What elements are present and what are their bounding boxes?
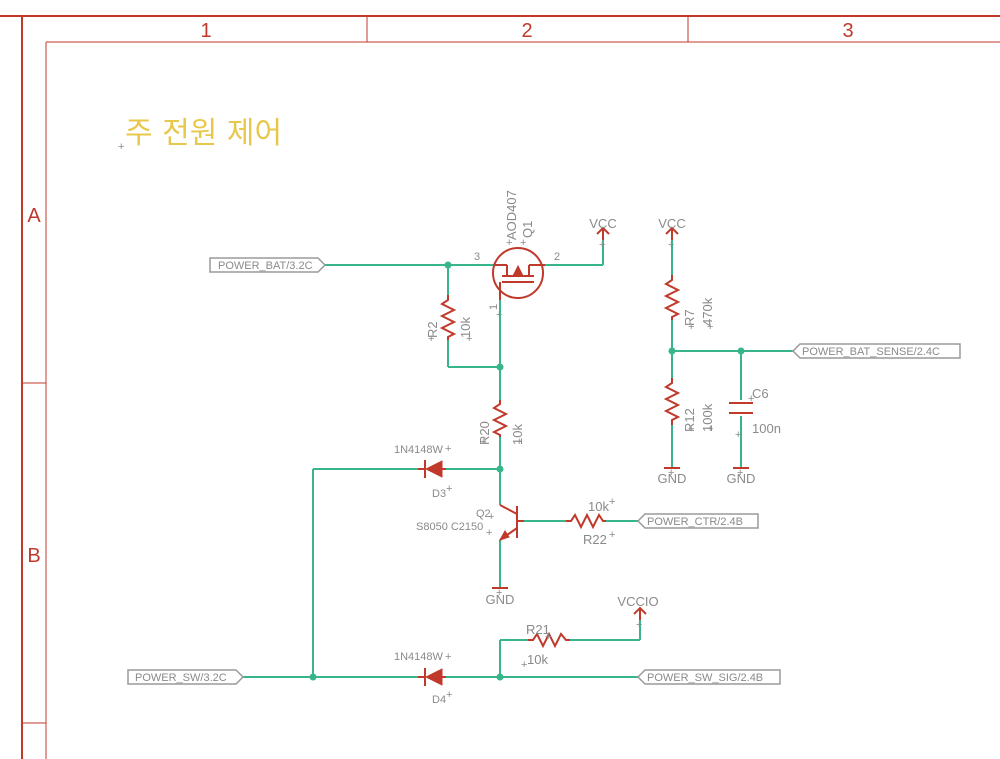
port-power-sw: POWER_SW/3.2C: [127, 669, 245, 685]
svg-text:10k: 10k: [527, 652, 548, 667]
svg-text:GND: GND: [658, 471, 687, 486]
title-origin-marker: +: [118, 141, 124, 153]
r2-resistor: R2 10k: [425, 295, 473, 340]
svg-text:VCC: VCC: [589, 216, 616, 231]
svg-text:1N4148W: 1N4148W: [394, 444, 444, 456]
svg-text:+: +: [668, 467, 674, 479]
svg-text:+: +: [506, 237, 512, 249]
svg-text:10k: 10k: [510, 424, 525, 445]
gnd-symbol-1: GND: [486, 587, 515, 607]
q1-pin-1: 1: [488, 304, 500, 310]
svg-text:R21: R21: [526, 622, 550, 637]
r22-resistor: 10k R22: [566, 499, 609, 547]
svg-text:470k: 470k: [700, 297, 715, 326]
svg-text:R22: R22: [583, 532, 607, 547]
frame-row-b: B: [27, 545, 40, 567]
svg-text:+: +: [496, 309, 502, 321]
svg-text:+: +: [668, 239, 674, 251]
frame-row-a: A: [27, 205, 41, 227]
q1-pin-2: 2: [554, 251, 560, 263]
port-power-bat-sense: POWER_BAT_SENSE/2.4C: [791, 343, 961, 359]
drawing-frame: 1 2 3 A B: [0, 15, 1000, 759]
svg-text:+: +: [688, 423, 694, 435]
svg-text:POWER_BAT_SENSE/2.4C: POWER_BAT_SENSE/2.4C: [802, 346, 940, 358]
q1-value: AOD407: [504, 190, 519, 240]
q2-transistor: Q2 S8050 C2150: [416, 504, 524, 541]
svg-text:Q2: Q2: [476, 508, 491, 520]
svg-text:+: +: [737, 467, 743, 479]
svg-text:1N4148W: 1N4148W: [394, 651, 444, 663]
svg-text:GND: GND: [486, 592, 515, 607]
svg-text:100k: 100k: [700, 403, 715, 432]
svg-text:+: +: [545, 631, 551, 643]
svg-text:+: +: [748, 393, 754, 405]
svg-text:+: +: [496, 587, 502, 599]
svg-text:+: +: [688, 321, 694, 333]
svg-text:+: +: [707, 423, 713, 435]
q1-name: Q1: [520, 221, 535, 238]
d3-diode: 1N4148W D3: [394, 444, 446, 500]
r12-resistor: R12 100k: [663, 378, 715, 432]
svg-text:100n: 100n: [752, 421, 781, 436]
svg-text:+: +: [521, 659, 527, 671]
vcc-symbol-1: VCC: [589, 216, 617, 240]
svg-text:S8050 C2150: S8050 C2150: [416, 521, 483, 533]
gnd-symbol-2: GND: [658, 467, 687, 486]
svg-text:POWER_SW/3.2C: POWER_SW/3.2C: [135, 672, 227, 684]
svg-text:R12: R12: [682, 408, 697, 432]
r21-resistor: R21 10k: [526, 622, 570, 667]
svg-text:10k: 10k: [588, 499, 609, 514]
vccio-symbol: VCCIO: [617, 594, 659, 620]
vcc-symbol-2: VCC: [658, 216, 686, 240]
svg-text:+: +: [609, 496, 615, 508]
svg-text:D3: D3: [432, 488, 446, 500]
svg-text:+: +: [516, 436, 522, 448]
svg-text:D4: D4: [432, 694, 446, 706]
svg-text:+: +: [707, 321, 713, 333]
svg-text:+: +: [636, 619, 642, 631]
frame-column-2: 2: [521, 20, 532, 42]
svg-text:+: +: [446, 483, 452, 495]
port-power-ctr: POWER_CTR/2.4B: [636, 513, 759, 529]
svg-text:VCC: VCC: [658, 216, 685, 231]
svg-text:POWER_CTR/2.4B: POWER_CTR/2.4B: [647, 516, 743, 528]
svg-text:+: +: [486, 527, 492, 539]
c6-capacitor: C6 100n: [729, 386, 781, 436]
r20-resistor: R20 10k: [477, 400, 525, 445]
svg-text:+: +: [466, 333, 472, 345]
port-power-bat: POWER_BAT/3.2C: [209, 257, 327, 273]
svg-text:+: +: [445, 443, 451, 455]
svg-text:R7: R7: [682, 309, 697, 326]
frame-column-1: 1: [200, 20, 211, 42]
q1-pin-3: 3: [474, 251, 480, 263]
frame-column-3: 3: [842, 20, 853, 42]
svg-text:10k: 10k: [458, 317, 473, 338]
svg-text:+: +: [446, 689, 452, 701]
svg-text:+: +: [488, 511, 494, 523]
r7-resistor: R7 470k: [663, 275, 715, 326]
q1-mosfet: 3 2 1 AOD407 Q1: [474, 190, 560, 310]
sheet-title: 주 전원 제어: [125, 116, 282, 151]
svg-text:R20: R20: [477, 421, 492, 445]
svg-text:R2: R2: [425, 321, 440, 338]
svg-text:+: +: [428, 333, 434, 345]
d4-diode: 1N4148W D4: [394, 651, 446, 706]
svg-text:+: +: [599, 239, 605, 251]
svg-text:GND: GND: [727, 471, 756, 486]
svg-text:+: +: [609, 529, 615, 541]
port-power-sw-sig: POWER_SW_SIG/2.4B: [636, 669, 781, 685]
svg-text:+: +: [735, 429, 741, 441]
svg-text:POWER_SW_SIG/2.4B: POWER_SW_SIG/2.4B: [647, 672, 763, 684]
svg-text:+: +: [445, 651, 451, 663]
origin-markers: + + + + + + + + + + + + + + + + + + + + …: [428, 237, 754, 701]
svg-text:+: +: [480, 436, 486, 448]
wires: [243, 240, 793, 678]
gnd-symbol-3: GND: [727, 467, 756, 486]
svg-text:+: +: [520, 237, 526, 249]
svg-text:POWER_BAT/3.2C: POWER_BAT/3.2C: [218, 260, 313, 272]
svg-text:C6: C6: [752, 386, 769, 401]
svg-text:VCCIO: VCCIO: [617, 594, 658, 609]
junctions: [309, 261, 745, 681]
